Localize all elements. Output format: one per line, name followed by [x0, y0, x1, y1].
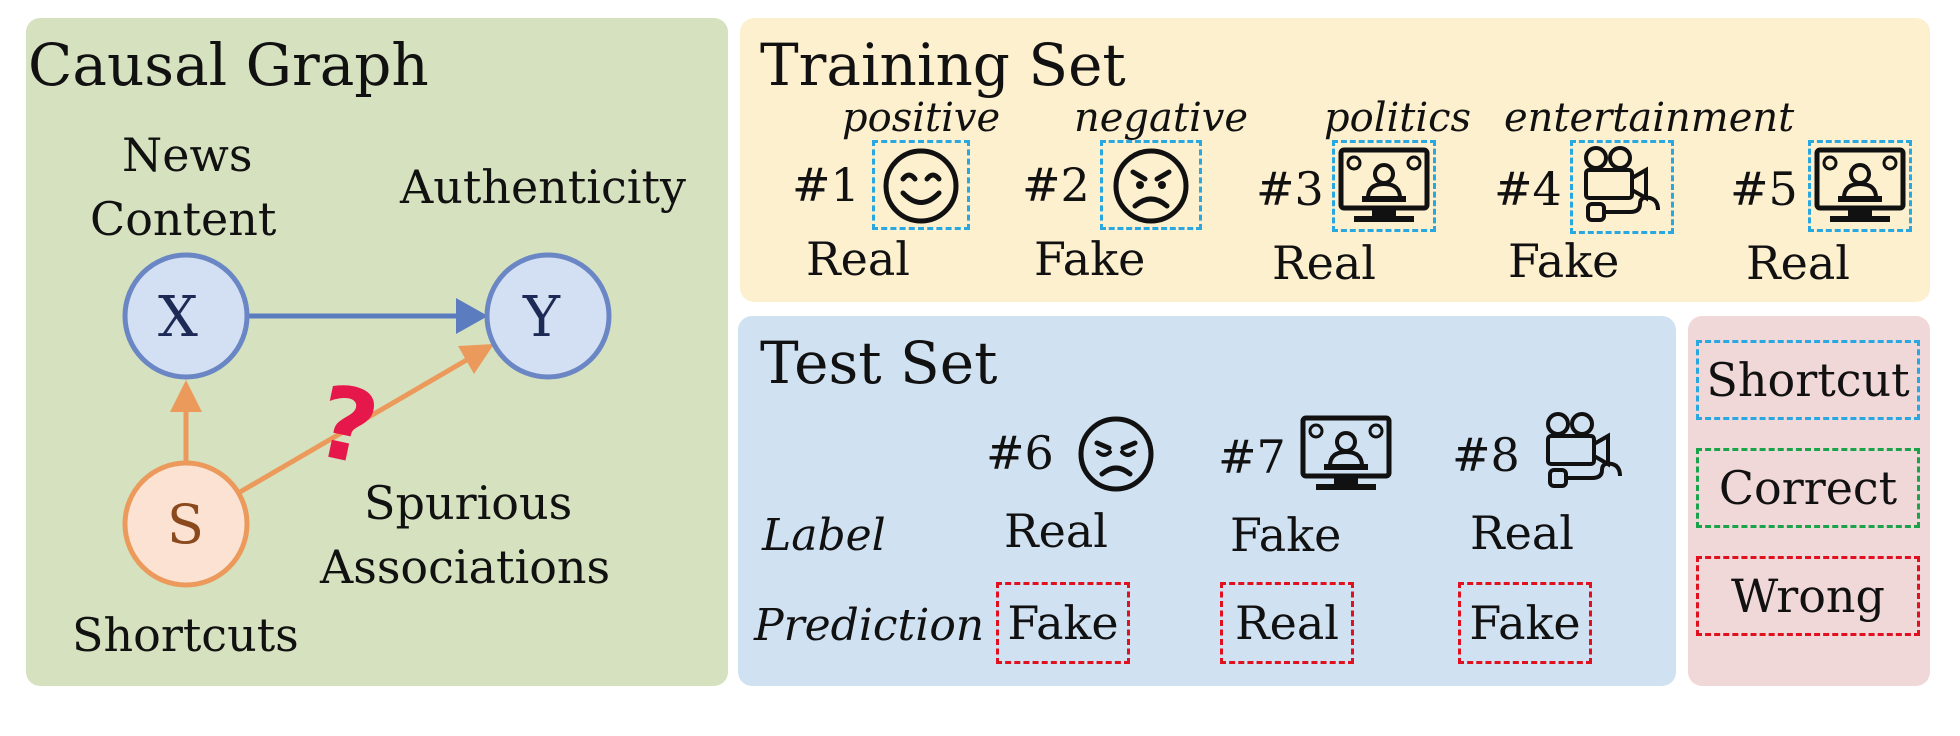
node-s	[122, 460, 250, 588]
test-item-7-prediction: Real	[1220, 582, 1354, 664]
shortcut-box-5	[1808, 140, 1912, 232]
frowning-face-icon	[1113, 148, 1189, 224]
train-item-5-id: #5	[1730, 162, 1798, 216]
sad-face-icon	[1078, 416, 1154, 492]
label-row-heading: Label	[762, 510, 886, 561]
spurious-label-line2: Associations	[320, 540, 611, 594]
movie-camera-microphone-icon	[1584, 146, 1660, 222]
topic-entertainment: entertainment	[1504, 95, 1795, 141]
training-set-panel	[740, 18, 1930, 302]
test-item-6-label: Real	[1004, 504, 1108, 558]
news-anchor-tv-icon	[1814, 147, 1906, 222]
shortcut-box-3	[1332, 140, 1436, 232]
legend-shortcut: Shortcut	[1696, 340, 1920, 420]
test-set-title: Test Set	[760, 329, 998, 397]
test-item-7-label: Fake	[1230, 508, 1342, 562]
test-item-6-id: #6	[986, 426, 1054, 480]
topic-negative: negative	[1074, 95, 1249, 141]
shortcuts-label: Shortcuts	[72, 608, 299, 662]
legend-wrong: Wrong	[1696, 556, 1920, 636]
node-x-label: X	[158, 285, 198, 350]
train-item-5-label: Real	[1746, 236, 1850, 290]
legend-correct: Correct	[1696, 448, 1920, 528]
shortcut-box-4	[1570, 140, 1674, 234]
train-item-3-id: #3	[1256, 162, 1324, 216]
shortcut-box-2	[1100, 140, 1202, 230]
authenticity-label: Authenticity	[400, 160, 686, 214]
news-anchor-tv-icon	[1300, 415, 1392, 490]
test-item-7-id: #7	[1218, 430, 1286, 484]
test-set-panel	[738, 316, 1676, 686]
news-anchor-tv-icon	[1338, 147, 1430, 222]
causal-graph-diagram	[122, 252, 612, 588]
smiling-face-icon	[883, 148, 959, 224]
news-content-label-line2: Content	[90, 192, 277, 246]
news-content-label-line1: News	[122, 128, 253, 182]
test-item-8-prediction: Fake	[1458, 582, 1592, 664]
causal-graph-title: Causal Graph	[28, 31, 429, 99]
movie-camera-microphone-icon	[1546, 412, 1622, 488]
train-item-1-id: #1	[792, 158, 860, 212]
node-x	[122, 252, 250, 380]
prediction-row-heading: Prediction	[754, 600, 985, 651]
train-item-2-id: #2	[1022, 158, 1090, 212]
test-item-8-id: #8	[1452, 428, 1520, 482]
legend-panel	[1688, 316, 1930, 686]
x-to-y-arrowhead	[456, 298, 488, 334]
node-y	[484, 252, 612, 380]
train-item-4-id: #4	[1494, 162, 1562, 216]
node-s-label: S	[167, 493, 204, 556]
shortcut-box-1	[872, 140, 970, 230]
s-to-y-arrowhead	[458, 344, 494, 374]
topic-positive: positive	[842, 95, 1001, 141]
training-set-title: Training Set	[760, 31, 1126, 99]
train-item-1-label: Real	[806, 232, 910, 286]
s-to-x-arrowhead	[170, 380, 202, 412]
s-to-y-arrow	[238, 355, 472, 495]
train-item-4-label: Fake	[1508, 234, 1620, 288]
node-y-label: Y	[523, 285, 560, 350]
spurious-label-line1: Spurious	[364, 476, 573, 530]
train-item-2-label: Fake	[1034, 232, 1146, 286]
test-item-6-prediction: Fake	[996, 582, 1130, 664]
topic-politics: politics	[1324, 95, 1472, 141]
train-item-3-label: Real	[1272, 236, 1376, 290]
test-item-8-label: Real	[1470, 506, 1574, 560]
